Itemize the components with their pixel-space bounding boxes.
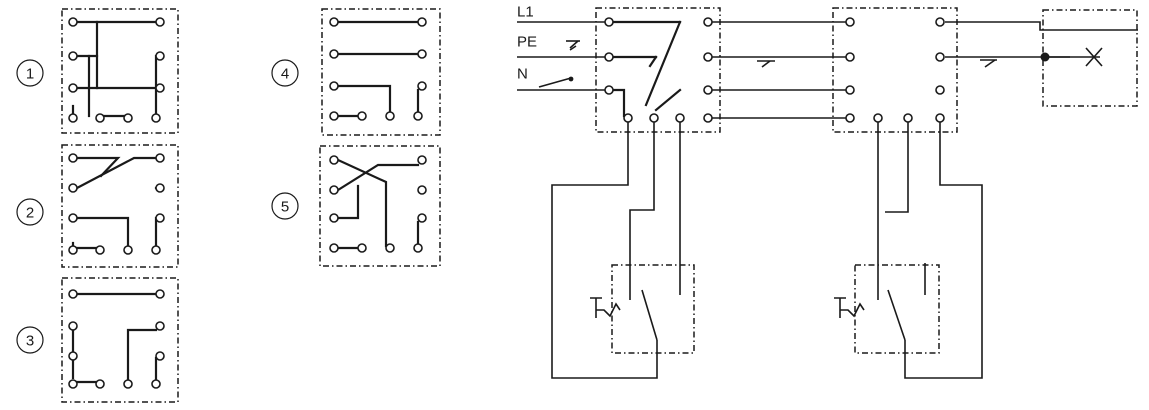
option-4-number: 4: [281, 66, 289, 83]
junction-box-1: [595, 7, 721, 133]
option-3-terminals: [68, 289, 165, 389]
push-button-1-icon: [590, 297, 621, 318]
switch-2-wiring: [877, 122, 983, 379]
option-4[interactable]: 4: [271, 8, 441, 136]
lamp-box: [1042, 9, 1138, 107]
junction-box-1-wiring: [607, 20, 682, 118]
option-1-number-circle: [16, 59, 44, 87]
junction-box-2-terminals: [845, 17, 945, 123]
option-3-frame: [61, 277, 179, 403]
junction-box-1-terminals: [604, 17, 713, 123]
option-2-terminals: [68, 153, 165, 255]
switch-1-wiring: [551, 122, 681, 379]
junction-box-2: [832, 7, 958, 133]
option-5[interactable]: 5: [271, 145, 441, 267]
option-2-number-circle: [16, 198, 44, 226]
main-circuit: L1 PE N: [517, 4, 1138, 379]
option-1-wiring: [71, 20, 158, 118]
option-2[interactable]: 2: [16, 144, 179, 268]
option-5-wiring: [336, 158, 420, 250]
option-4-wiring: [336, 20, 420, 118]
option-5-number-circle: [271, 192, 299, 220]
option-4-frame: [321, 8, 441, 136]
option-5-frame: [319, 145, 441, 267]
option-2-wiring: [71, 156, 158, 250]
interconnect-wires: [712, 21, 1138, 119]
option-4-number-circle: [271, 59, 299, 87]
option-5-number: 5: [281, 199, 289, 216]
supply-wires: [517, 21, 605, 91]
option-1-frame: [61, 8, 179, 134]
option-3[interactable]: 3: [16, 277, 179, 403]
option-3-number: 3: [26, 333, 34, 350]
option-2-frame: [61, 144, 179, 268]
n-label: N: [517, 66, 528, 83]
option-3-number-circle: [16, 326, 44, 354]
option-4-terminals: [329, 17, 427, 121]
option-1[interactable]: 1: [16, 8, 179, 134]
switch-box-2: [854, 264, 940, 354]
option-5-terminals: [329, 155, 427, 253]
option-1-number: 1: [26, 66, 34, 83]
switch-box-1: [611, 264, 695, 354]
option-2-number: 2: [26, 205, 34, 222]
lamp-icon: [1040, 47, 1103, 67]
l1-label: L1: [517, 4, 534, 21]
option-3-wiring: [71, 292, 158, 384]
option-1-terminals: [68, 17, 165, 123]
pe-label: PE: [517, 34, 537, 51]
push-button-2-icon: [834, 297, 865, 318]
